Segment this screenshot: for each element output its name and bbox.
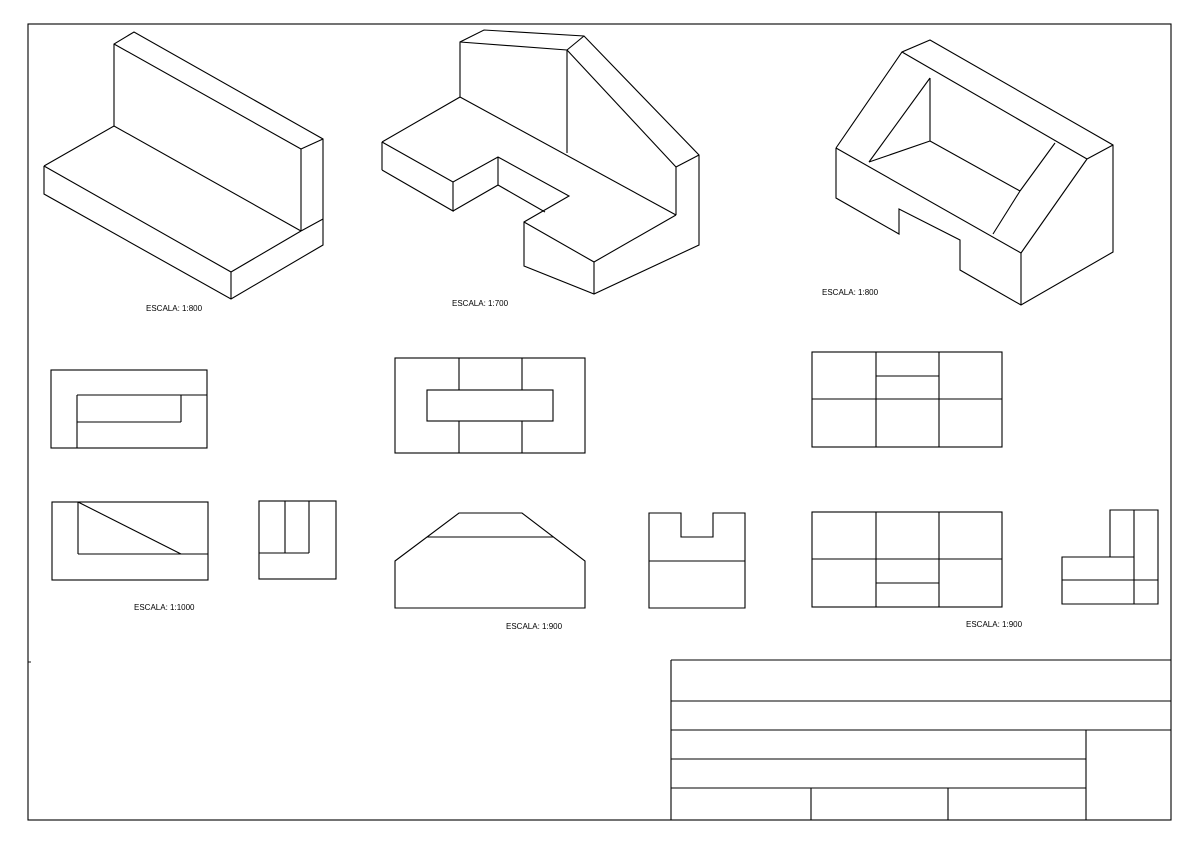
front-view-3	[811, 511, 1003, 608]
front-view-2	[394, 512, 586, 609]
scale-label-views-2: ESCALA: 1:900	[506, 622, 563, 631]
side-view-1	[258, 500, 337, 580]
scale-label-iso-1: ESCALA: 1:800	[146, 304, 203, 313]
side-view-2	[648, 512, 746, 609]
side-view-3	[1061, 509, 1159, 605]
scale-label-views-3: ESCALA: 1:900	[966, 620, 1023, 629]
top-view-2	[394, 357, 586, 454]
sheet-border	[27, 23, 1172, 821]
top-view-3	[811, 351, 1003, 448]
scale-label-iso-3: ESCALA: 1:800	[822, 288, 879, 297]
isometric-view-2: ESCALA: 1:700	[381, 29, 700, 308]
orthographic-views-2: ESCALA: 1:900	[394, 357, 746, 631]
scale-label-views-1: ESCALA: 1:1000	[134, 603, 195, 612]
isometric-view-3: ESCALA: 1:800	[822, 39, 1114, 306]
orthographic-views-3: ESCALA: 1:900	[811, 351, 1159, 629]
title-block	[670, 659, 1171, 820]
orthographic-views-1: ESCALA: 1:1000	[50, 369, 337, 612]
front-view-1	[51, 501, 209, 581]
isometric-view-1: ESCALA: 1:800	[43, 31, 324, 313]
scale-label-iso-2: ESCALA: 1:700	[452, 299, 509, 308]
top-view-1	[50, 369, 208, 449]
